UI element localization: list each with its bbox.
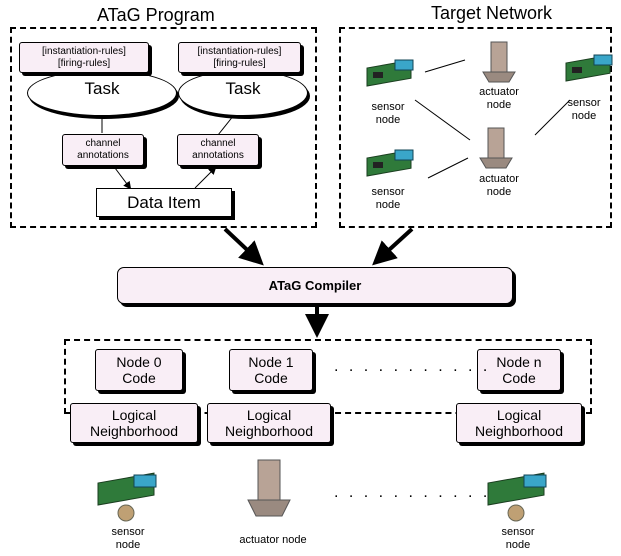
atag-compiler-box: ATaG Compiler <box>117 267 513 304</box>
task-right-to-annotation <box>217 114 235 136</box>
sensor-node-icon <box>487 472 547 522</box>
atag-program-panel <box>10 27 317 228</box>
task-left-label: Task <box>84 79 120 98</box>
target-network-title: Target Network <box>431 3 553 23</box>
rules-box-right: [instantiation-rules] [firing-rules] <box>178 42 301 73</box>
task-right-label: Task <box>225 79 261 98</box>
network-link <box>534 99 571 136</box>
channel-annotations-left: channel annotations <box>62 134 144 166</box>
network-link <box>424 59 466 73</box>
program-to-compiler-arrow <box>223 227 264 266</box>
actuator-node-icon <box>482 41 516 83</box>
sensor-node-icon <box>97 472 157 522</box>
annotation-left-to-data-arrow <box>114 167 132 190</box>
network-link <box>414 99 471 141</box>
data-item-label: Data Item <box>127 192 201 212</box>
target-network-panel <box>339 27 612 228</box>
data-item-box: Data Item <box>96 188 232 217</box>
rules-box-left: [instantiation-rules] [firing-rules] <box>19 42 149 73</box>
instantiation-rules-left: [instantiation-rules] <box>42 45 126 57</box>
atag-compiler-label: ATaG Compiler <box>268 278 362 293</box>
nodes-ellipsis: . . . . . . . . . . . <box>334 484 491 501</box>
network-link <box>427 157 469 179</box>
task-left: Task <box>27 70 177 116</box>
sensor-node-icon <box>565 54 613 82</box>
channel-annotations-right: channel annotations <box>177 134 259 166</box>
codes-ellipsis: . . . . . . . . . . . <box>334 358 491 375</box>
atag-program-title: ATaG Program <box>97 5 215 25</box>
bottom-node-label: actuator node <box>239 534 307 546</box>
instantiation-rules-right: [instantiation-rules] <box>197 45 282 57</box>
actuator-node-icon <box>479 127 513 169</box>
sensor-node-icon <box>366 59 414 87</box>
sensor-node-icon <box>366 149 414 177</box>
firing-rules-right: [firing-rules] <box>213 57 266 69</box>
network-to-compiler-arrow <box>372 227 414 266</box>
firing-rules-left: [firing-rules] <box>57 57 111 69</box>
actuator-node-icon <box>247 459 291 517</box>
data-to-annotation-right-arrow <box>194 166 217 189</box>
